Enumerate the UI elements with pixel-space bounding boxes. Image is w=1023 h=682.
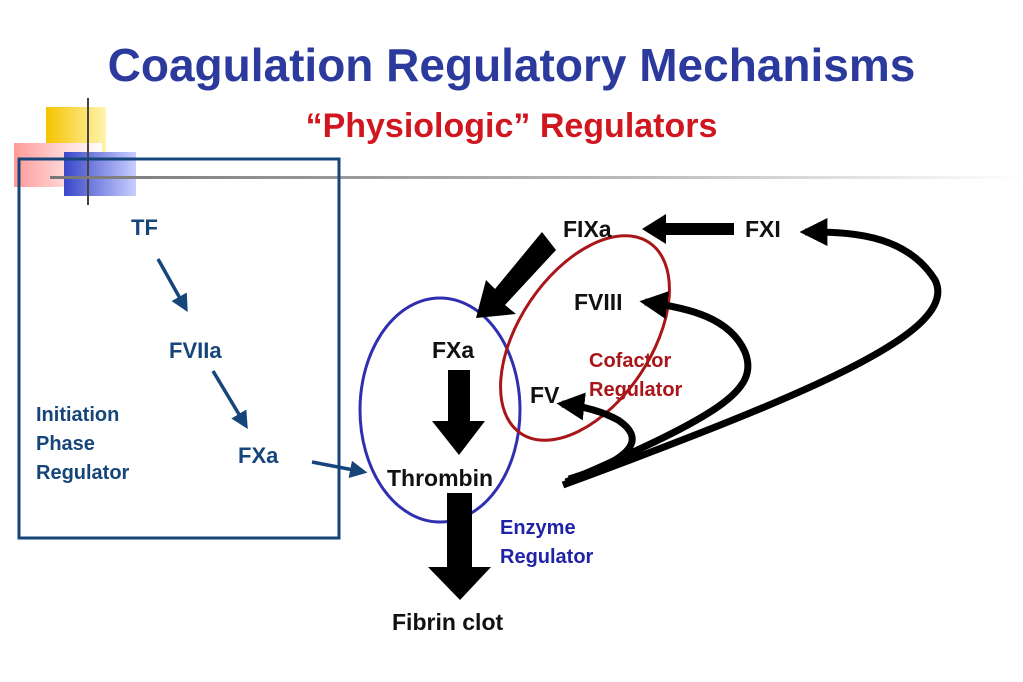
initiation-phase-box [17,157,341,540]
enzyme-label-line-1: Enzyme [500,517,576,539]
node-fxa: FXa [432,337,475,363]
header-rule [50,176,1023,179]
arrow-tf-to-fviia [156,258,188,313]
arrow-thrombin-to-fibrin [428,493,491,600]
arrow-fxa-to-thrombin [311,460,368,478]
arrow-thrombin-to-fv [556,392,636,483]
slide-title: Coagulation Regulatory Mechanisms [107,39,916,91]
initiation-label-line-3: Regulator [36,462,130,484]
node-fixa: FIXa [563,216,612,242]
cofactor-label-line-2: Regulator [589,379,683,401]
arrow-thrombin-to-fviii [564,291,752,486]
node-tf: TF [131,215,158,240]
cofactor-regulator-ellipse [499,234,671,442]
node-thrombin: Thrombin [387,465,494,491]
node-fxa-initiation: FXa [238,443,279,468]
node-fxi: FXI [745,216,781,242]
arrow-thrombin-to-fxi [561,218,942,489]
node-fibrin-clot: Fibrin clot [392,609,504,635]
arrow-fviia-to-fxa [211,370,248,430]
arrow-fixa-to-fxa [476,232,556,318]
initiation-label-line-2: Phase [36,433,95,455]
enzyme-regulator-ellipse [358,296,522,524]
cofactor-label-line-1: Cofactor [589,350,672,372]
node-fv: FV [530,382,560,408]
node-fviii: FVIII [574,289,623,315]
slide-subtitle: “Physiologic” Regulators [305,107,718,145]
arrow-fxi-to-fixa [642,214,734,244]
initiation-phase-regulator-label: Initiation Phase Regulator [36,401,129,488]
initiation-label-line-1: Initiation [36,404,120,426]
node-fviia: FVIIa [169,338,222,363]
arrow-fxa-to-thrombin-main [432,370,485,455]
enzyme-label-line-2: Regulator [500,546,594,568]
cofactor-regulator-label: Cofactor Regulator [589,347,682,405]
enzyme-regulator-label: Enzyme Regulator [500,514,593,572]
